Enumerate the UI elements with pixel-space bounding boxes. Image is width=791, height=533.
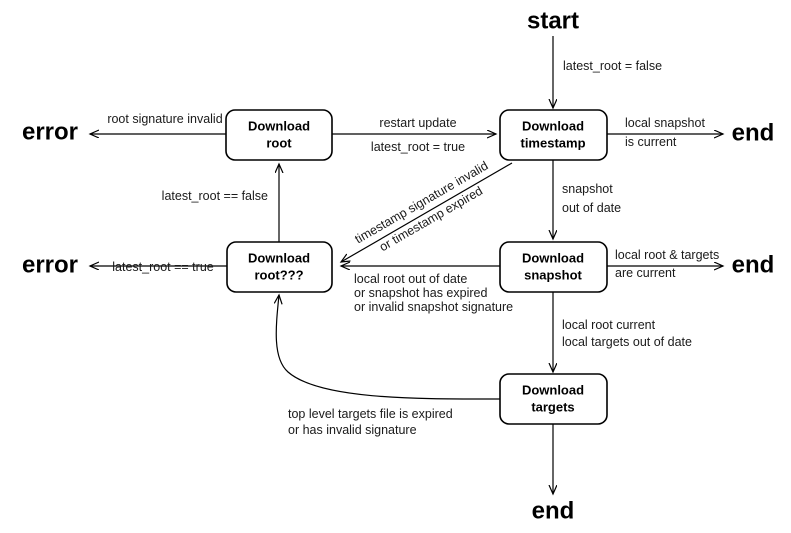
edge-label-root-to-timestamp-line1: restart update <box>379 116 456 130</box>
edge-label-snapshot-to-end-line1: local root & targets <box>615 248 719 262</box>
edge-targets-to-unknown <box>276 295 501 400</box>
node-download-timestamp-line2: timestamp <box>520 135 585 150</box>
edge-label-snapshot-to-unknown-line3: or invalid snapshot signature <box>354 300 513 314</box>
edge-label-root-to-error: root signature invalid <box>107 112 222 126</box>
edge-label-snapshot-to-targets-line2: local targets out of date <box>562 335 692 349</box>
node-download-snapshot-line2: snapshot <box>524 267 582 282</box>
terminal-end-bottom: end <box>532 497 575 524</box>
node-download-timestamp[interactable]: Download timestamp <box>499 109 608 161</box>
terminal-end-mid: end <box>732 251 775 278</box>
edge-label-timestamp-to-snapshot-line2: out of date <box>562 201 621 215</box>
node-download-timestamp-box[interactable] <box>499 109 608 161</box>
edge-label-snapshot-to-targets-line1: local root current <box>562 318 656 332</box>
node-download-root-unknown-line2: root??? <box>254 267 303 282</box>
edge-label-start-to-timestamp: latest_root = false <box>563 59 662 73</box>
edge-label-targets-to-unknown-line2: or has invalid signature <box>288 423 417 437</box>
terminal-error-mid: error <box>22 251 78 278</box>
edge-label-timestamp-to-end-line1: local snapshot <box>625 116 705 130</box>
node-download-root-box[interactable] <box>225 109 333 161</box>
terminal-error-top: error <box>22 118 78 145</box>
edge-timestamp-to-unknown <box>341 162 513 262</box>
terminal-start: start <box>527 7 579 34</box>
node-download-targets-line1: Download <box>522 382 584 397</box>
edge-label-root-to-timestamp-line2: latest_root = true <box>371 140 465 154</box>
node-download-root-line1: Download <box>248 118 310 133</box>
node-download-targets-line2: targets <box>531 399 574 414</box>
node-download-snapshot[interactable]: Download snapshot <box>499 241 608 293</box>
node-download-root-unknown-box[interactable] <box>226 241 333 293</box>
edge-label-snapshot-to-end-line2: are current <box>615 266 676 280</box>
node-download-timestamp-line1: Download <box>522 118 584 133</box>
terminal-end-top: end <box>732 119 775 146</box>
node-download-targets[interactable]: Download targets <box>499 373 608 425</box>
node-download-snapshot-box[interactable] <box>499 241 608 293</box>
node-download-snapshot-line1: Download <box>522 250 584 265</box>
edge-label-snapshot-to-unknown-line2: or snapshot has expired <box>354 286 487 300</box>
node-download-targets-box[interactable] <box>499 373 608 425</box>
node-download-root-unknown[interactable]: Download root??? <box>226 241 333 293</box>
node-download-root-line2: root <box>266 135 292 150</box>
edge-label-unknown-to-root: latest_root == false <box>162 189 268 203</box>
edge-label-snapshot-to-unknown-line1: local root out of date <box>354 272 467 286</box>
node-download-root-unknown-line1: Download <box>248 250 310 265</box>
edge-label-timestamp-to-end-line2: is current <box>625 135 677 149</box>
edge-label-targets-to-unknown-line1: top level targets file is expired <box>288 407 453 421</box>
edge-label-unknown-to-error: latest_root == true <box>112 260 214 274</box>
edge-label-timestamp-to-snapshot-line1: snapshot <box>562 182 613 196</box>
node-download-root[interactable]: Download root <box>225 109 333 161</box>
edge-label-timestamp-to-unknown: timestamp signature invalid or timestamp… <box>352 159 490 255</box>
